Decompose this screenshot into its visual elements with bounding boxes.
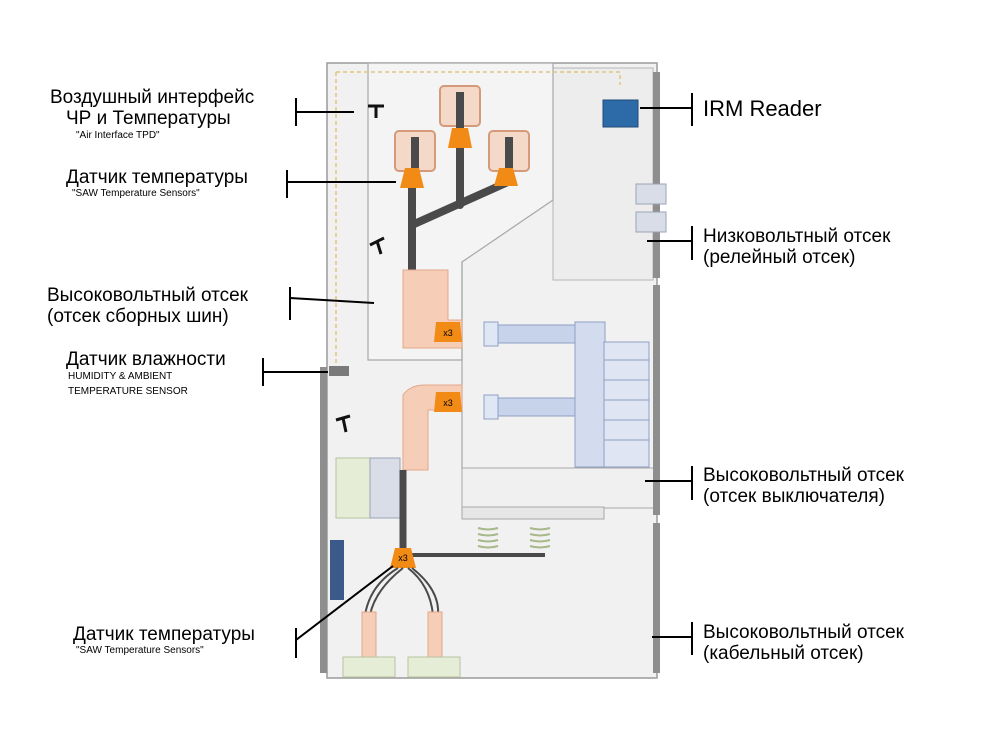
leaders-left	[262, 98, 396, 658]
label-busbar-hv-line2: (отсек сборных шин)	[47, 306, 229, 327]
leaders-right	[640, 93, 693, 655]
cables	[364, 567, 440, 616]
label-humidity-sub2: TEMPERATURE SENSOR	[68, 386, 188, 397]
lv-device-1	[635, 183, 667, 205]
cable-base-2	[407, 656, 461, 678]
door-strip-middle	[653, 285, 660, 515]
label-breaker-line1: Высоковольтный отсек	[703, 465, 905, 486]
breaker-rail	[461, 506, 605, 520]
label-temp-sensor-top: Датчик температуры	[66, 167, 248, 188]
door-strip-top	[653, 72, 660, 278]
label-humidity-sub1: HUMIDITY & AMBIENT	[68, 371, 172, 382]
x3-label-lower: x3	[443, 398, 453, 408]
lv-device-2	[635, 211, 667, 233]
busbar-branches	[408, 141, 512, 274]
busbar-x3-marker-upper	[434, 322, 462, 342]
busbar-x3-marker-lower	[434, 392, 462, 412]
ct-block-1	[335, 457, 371, 519]
cable-base-1	[342, 656, 396, 678]
air-interface-cable	[336, 71, 621, 85]
label-air-interface-line2: ЧР и Температуры	[66, 108, 231, 129]
label-irm-reader: IRM Reader	[703, 96, 822, 121]
label-lv-line2: (релейный отсек)	[703, 247, 855, 268]
label-breaker-line2: (отсек выключателя)	[703, 486, 885, 507]
saw-sensor-bottom	[390, 548, 416, 568]
label-air-interface-line1: Воздушный интерфейс	[50, 87, 254, 108]
label-humidity: Датчик влажности	[66, 349, 226, 370]
earthing-switch	[330, 540, 344, 600]
label-cable-line1: Высоковольтный отсек	[703, 622, 905, 643]
label-temp-sensor-bottom-sub: "SAW Temperature Sensors"	[76, 645, 204, 656]
humidity-sensor	[329, 366, 349, 376]
circuit-breaker	[483, 321, 650, 468]
irm-reader-box	[602, 99, 639, 128]
label-air-interface-sub: "Air Interface TPD"	[76, 130, 160, 141]
door-strip-bottom	[653, 523, 660, 673]
vt-block	[369, 457, 401, 519]
label-temp-sensor-top-sub: "SAW Temperature Sensors"	[72, 188, 200, 199]
label-lv-line1: Низковольтный отсек	[703, 226, 891, 247]
air-interface-antennas	[335, 104, 385, 433]
cable-termination-2	[427, 611, 443, 661]
saw-sensors-top	[400, 128, 518, 188]
door-strip-left	[320, 367, 327, 673]
breaker-floor	[461, 467, 655, 509]
cable-termination-1	[361, 611, 377, 661]
label-cable-line2: (кабельный отсек)	[703, 643, 864, 664]
label-busbar-hv-line1: Высоковольтный отсек	[47, 285, 249, 306]
x3-label-bottom: x3	[398, 553, 408, 563]
x3-label-upper: x3	[443, 328, 453, 338]
cable-insulators	[477, 527, 551, 549]
label-temp-sensor-bottom: Датчик температуры	[73, 624, 255, 645]
